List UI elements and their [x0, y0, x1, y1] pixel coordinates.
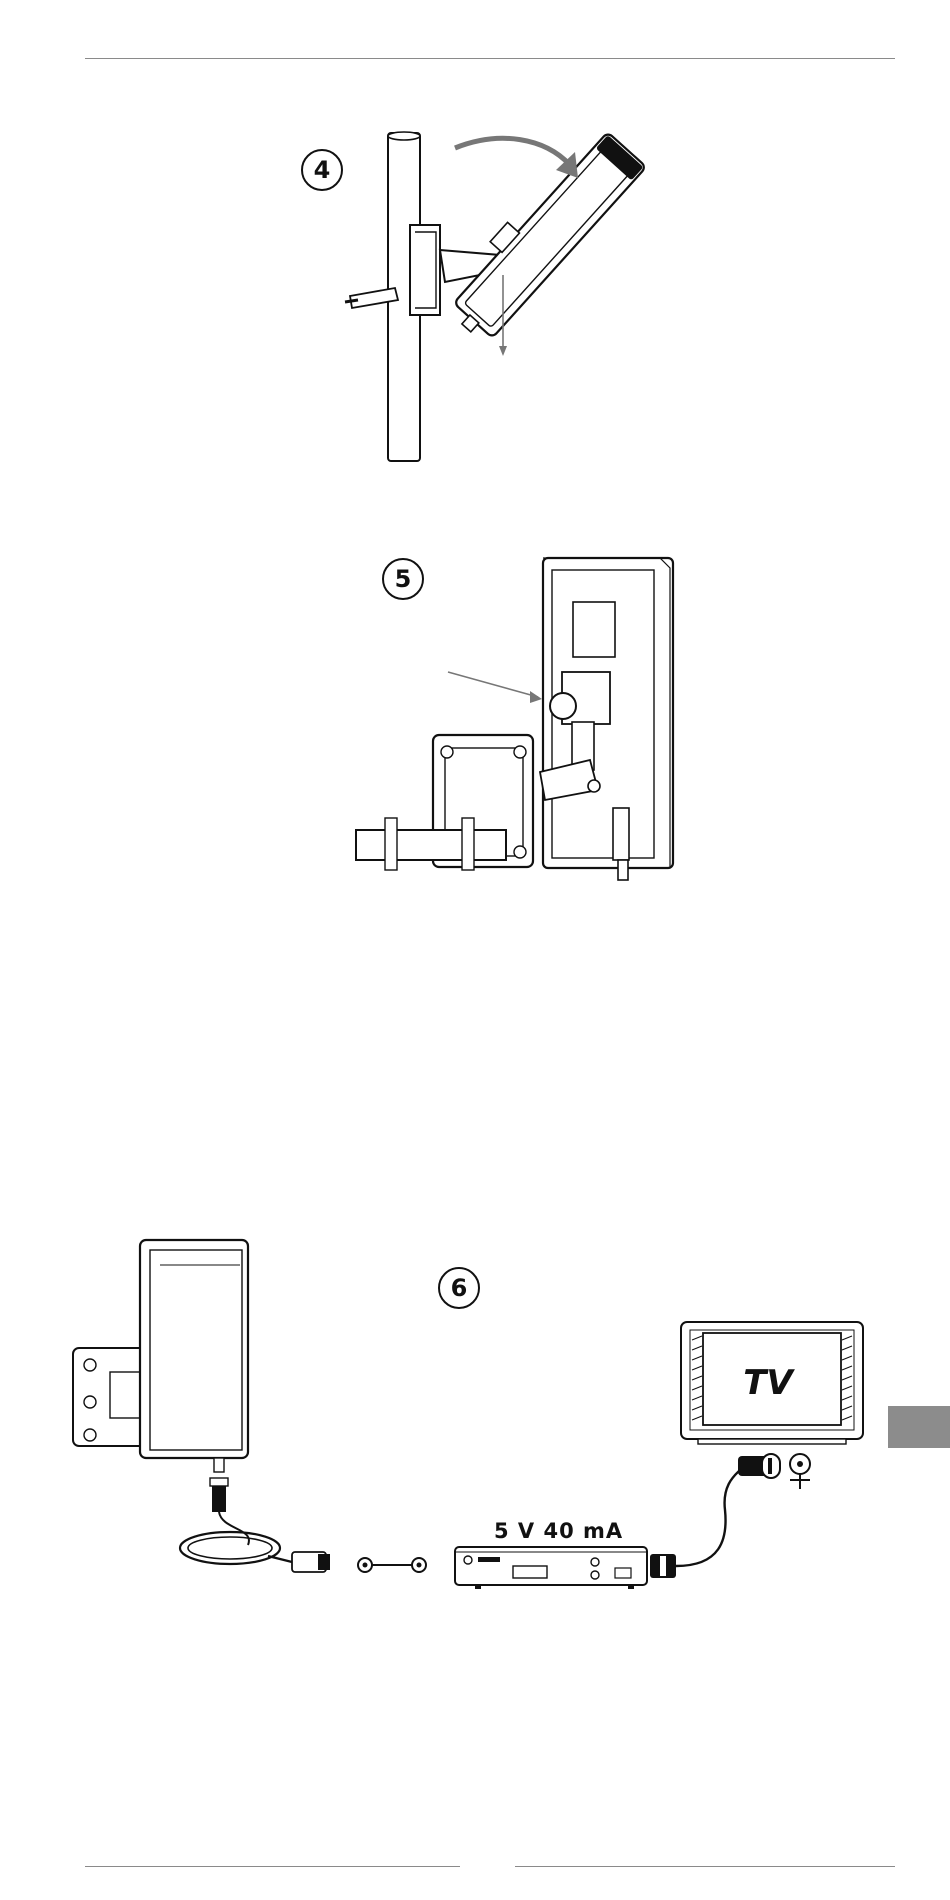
footer-rule-left — [85, 1866, 460, 1867]
tv-label: TV — [743, 1363, 795, 1403]
footer-rule-right — [515, 1866, 895, 1867]
section-tab-marker — [888, 1406, 950, 1448]
